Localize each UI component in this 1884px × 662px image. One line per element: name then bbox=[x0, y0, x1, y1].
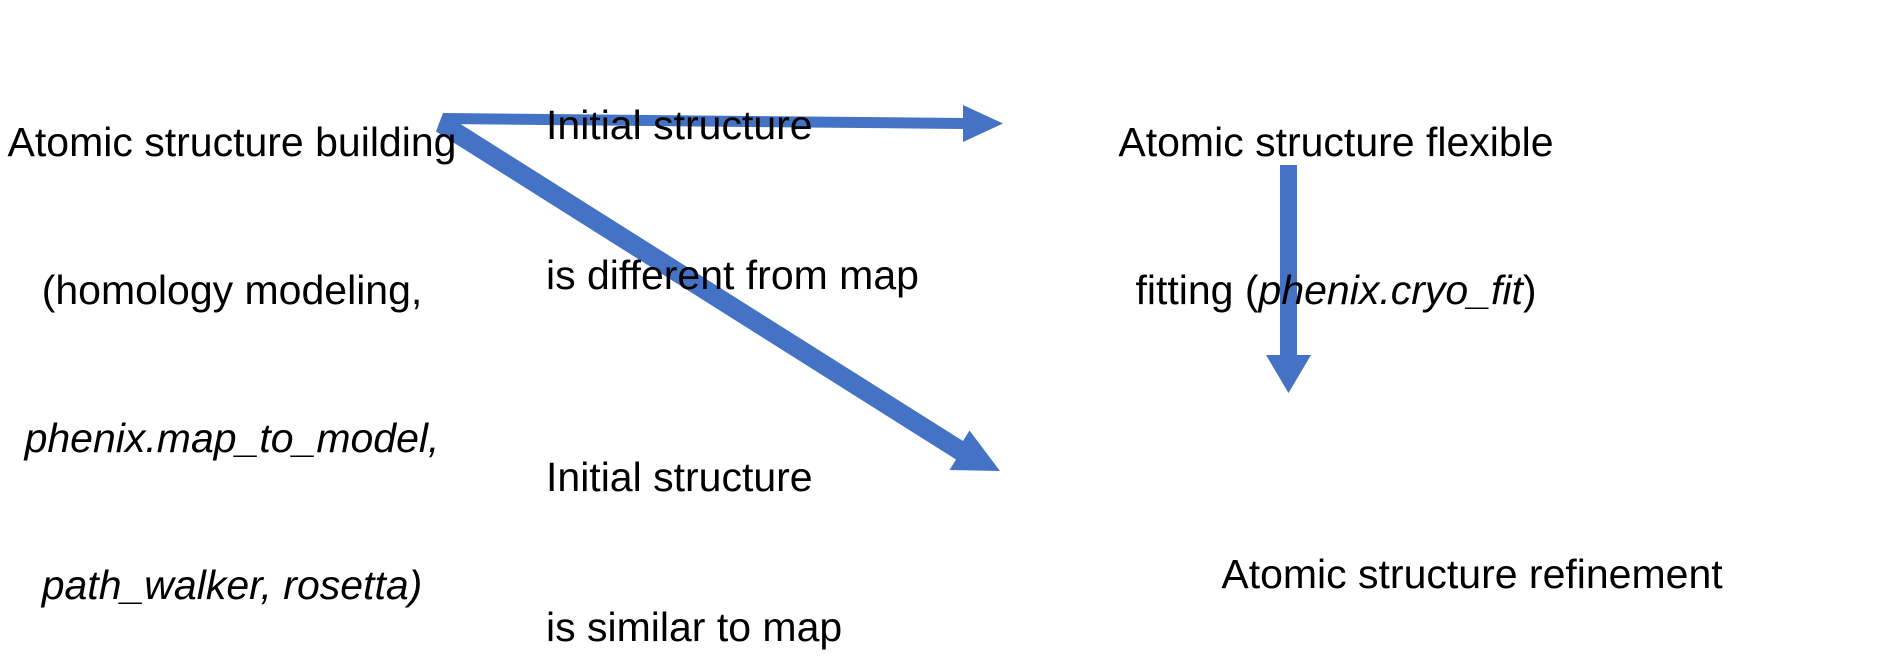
node-atomic-structure-flexible-fitting: Atomic structure flexible fitting (pheni… bbox=[1086, 20, 1586, 414]
node-building-line-2: (homology modeling, bbox=[41, 266, 423, 313]
edge-label-similar-to-map: Initial structure is similar to map bbox=[546, 352, 926, 662]
node-fitting-command: phenix.cryo_fit bbox=[1258, 266, 1523, 313]
node-atomic-structure-refinement: Atomic structure refinement (phenix.real… bbox=[1060, 452, 1884, 662]
node-atomic-structure-building: Atomic structure building (homology mode… bbox=[6, 20, 458, 662]
node-refinement-line-1: Atomic structure refinement bbox=[1221, 551, 1723, 598]
node-building-line-4-italic: path_walker, rosetta) bbox=[41, 562, 423, 609]
node-fitting-prefix: fitting ( bbox=[1135, 266, 1259, 313]
node-fitting-line-2: fitting (phenix.cryo_fit) bbox=[1086, 266, 1586, 315]
node-building-line-1: Atomic structure building bbox=[7, 119, 457, 166]
edge-label-similar-line-1: Initial structure bbox=[546, 454, 813, 501]
edge-label-different-from-map: Initial structure is different from map bbox=[546, 0, 926, 400]
edge-label-similar-line-2: is similar to map bbox=[546, 604, 843, 651]
node-fitting-line-1: Atomic structure flexible bbox=[1118, 119, 1554, 166]
node-fitting-suffix: ) bbox=[1522, 266, 1537, 313]
node-building-line-4: path_walker, rosetta) bbox=[6, 561, 458, 610]
arrow-different-from-map bbox=[443, 105, 1003, 142]
node-building-line-3: phenix.map_to_model, bbox=[24, 414, 440, 461]
edge-label-different-line-1: Initial structure bbox=[546, 102, 813, 149]
edge-label-different-line-2: is different from map bbox=[546, 252, 919, 299]
arrow-fitting-to-refinement bbox=[1266, 165, 1311, 393]
arrow-similar-to-map bbox=[436, 113, 1000, 471]
